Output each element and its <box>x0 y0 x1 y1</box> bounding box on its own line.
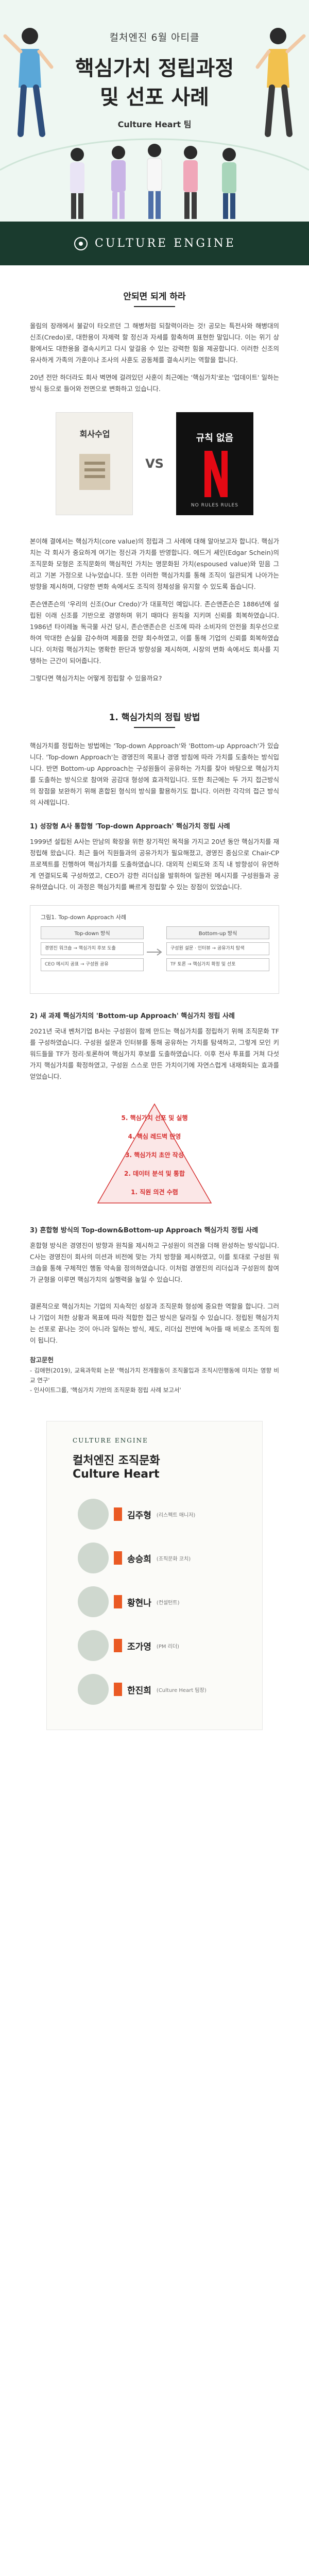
team-card: CULTURE ENGINE 컬처엔진 조직문화 Culture Heart 김… <box>46 1421 263 1730</box>
diagram-right-column: Bottom-up 방식 구성원 설문 · 인터뷰 → 공유가치 탐색 TF 토… <box>166 926 269 982</box>
logo-text: CULTURE ENGINE <box>95 237 236 250</box>
reference-1: - 김애현(2019), 교육과학회 논문 '핵심가치 전개활동이 조직몰입과 … <box>30 1367 279 1384</box>
people-group-icon <box>70 144 236 219</box>
method-title: 1. 핵심가치의 정립 방법 <box>109 713 200 723</box>
diagram-left-box1: 경영진 워크숍 → 핵심가치 후보 도출 <box>41 942 144 955</box>
intro-paragraph-3: 본이해 결에서는 핵심가치(core value)의 정립과 그 사례에 대해 … <box>30 537 279 590</box>
book-comparison: 회사수업 VS 규칙 없음 NO RULES RULES <box>0 412 309 515</box>
member-row: 조가영 (PM 리더) <box>114 1637 232 1654</box>
avatar <box>78 1674 109 1705</box>
book-left-illustration <box>79 454 111 490</box>
pyramid-step-5: 5. 핵심가치 선포 및 실행 <box>121 1114 188 1122</box>
logo-band: CULTURE ENGINE <box>0 222 309 265</box>
member-bar <box>114 1595 122 1608</box>
diagram-arrow-icon <box>147 948 162 956</box>
member-name: 송승희 <box>127 1554 151 1565</box>
culture-engine-logo-icon <box>74 236 88 250</box>
vs-label: VS <box>145 456 164 471</box>
intro-paragraph-2: 20년 전만 하더라도 회사 벽면에 걸려있던 사훈이 최근에는 '핵심가치'로… <box>30 374 279 393</box>
card-logo: CULTURE ENGINE <box>73 1437 148 1444</box>
conclusion-paragraph: 결론적으로 핵심가치는 기업의 지속적인 성장과 조직문화 형성에 중요한 역할… <box>30 1302 279 1344</box>
member-row: 송승희 (조직문화 코치) <box>114 1550 232 1566</box>
diagram-right-box1: 구성원 설문 · 인터뷰 → 공유가치 탐색 <box>166 942 269 955</box>
method-paragraph-1: 핵심가치를 정립하는 방법에는 'Top-down Approach'와 'Bo… <box>30 742 279 806</box>
card-title-line1: 컬처엔진 조직문화 <box>73 1454 160 1467</box>
member-row: 황현나 (컨설턴트) <box>114 1594 232 1610</box>
reference-2: - 인사이트그룹, '핵심가치 기반의 조직문화 정립 사례 보고서' <box>30 1386 181 1394</box>
member-role: (컨설턴트) <box>156 1600 180 1606</box>
diagram-left-column: Top-down 방식 경영진 워크숍 → 핵심가치 후보 도출 CEO 메시지… <box>41 926 144 982</box>
team-label: Culture Heart 팀 <box>117 120 192 129</box>
pyramid-step-3: 3. 핵심가치 초안 작성 <box>125 1151 184 1159</box>
book-left-title: 회사수업 <box>79 429 110 439</box>
diagram-left-head: Top-down 방식 <box>41 926 144 939</box>
intro-paragraph-5: 그렇다면 핵심가치는 어떻게 정립할 수 있을까요? <box>30 674 162 682</box>
member-name: 한진희 <box>127 1685 151 1696</box>
member-name: 김주형 <box>127 1510 151 1521</box>
member-bar <box>114 1507 122 1521</box>
member-role: (Culture Heart 팀장) <box>156 1687 207 1693</box>
member-name: 조가영 <box>127 1641 151 1652</box>
approach-diagram: 그림1. Top-down Approach 사례 Top-down 방식 경영… <box>30 905 279 994</box>
case2-heading: 2) 새 과제 핵심가치의 'Bottom-up Approach' 핵심가치 … <box>30 1012 235 1020</box>
pyramid-step-1: 1. 직원 의견 수렴 <box>131 1189 178 1196</box>
book-right-label: NO RULES RULES <box>191 503 238 508</box>
member-role: (리스펙트 매니저) <box>156 1512 196 1518</box>
hero-banner: 컬처엔진 6월 아티클 핵심가치 정립과정 및 선포 사례 Culture He… <box>0 0 309 222</box>
case1-paragraph: 1999년 설립된 A사는 만남의 확장을 위한 장기적인 목적을 가지고 20… <box>30 838 279 891</box>
member-bar <box>114 1639 122 1652</box>
person-left-icon <box>3 28 54 137</box>
member-row: 한진희 (Culture Heart 팀장) <box>114 1681 232 1698</box>
netflix-n-icon <box>204 451 228 497</box>
case2-paragraph: 2021년 국내 벤처기업 B사는 구성원이 함께 만드는 핵심가치를 정립하기… <box>30 1027 279 1080</box>
avatar <box>78 1630 109 1661</box>
page-title-line2: 및 선포 사례 <box>100 86 209 109</box>
intro-section: 안되면 되게 하라 올림의 장래에서 불같이 타오르던 그 해병처럼 되찰력이라… <box>0 265 309 684</box>
diagram-left-box2: CEO 메시지 공표 → 구성원 공유 <box>41 958 144 971</box>
method-section: 1. 핵심가치의 정립 방법 핵심가치를 정립하는 방법에는 'Top-down… <box>0 684 309 1395</box>
diagram-title: 그림1. Top-down Approach 사례 <box>41 914 126 921</box>
case3-heading: 3) 혼합형 방식의 Top-down&Bottom-up Approach 핵… <box>30 1227 259 1234</box>
method-title-underline <box>134 727 175 728</box>
case1-heading: 1) 성장형 A사 통합형 'Top-down Approach' 핵심가치 정… <box>30 823 230 831</box>
member-bar <box>114 1551 122 1565</box>
book-right-title: 규칙 없음 <box>196 433 234 444</box>
member-name: 황현나 <box>127 1598 151 1608</box>
member-bar <box>114 1683 122 1696</box>
series-label: 컬처엔진 6월 아티클 <box>109 32 200 43</box>
pyramid-step-4: 4. 핵심 레드벽 반영 <box>128 1133 181 1140</box>
book-left: 회사수업 <box>56 412 133 515</box>
page: 컬처엔진 6월 아티클 핵심가치 정립과정 및 선포 사례 Culture He… <box>0 0 309 1761</box>
team-card-section: CULTURE ENGINE 컬처엔진 조직문화 Culture Heart 김… <box>0 1395 309 1761</box>
pyramid-step-2: 2. 데이터 분석 및 통합 <box>124 1170 185 1177</box>
intro-paragraph-4: 존슨앤존슨의 '우리의 신조(Our Credo)'가 대표적인 예입니다. 존… <box>30 600 279 665</box>
member-role: (조직문화 코치) <box>156 1556 191 1562</box>
hero-illustration <box>0 28 309 219</box>
avatar <box>78 1543 109 1573</box>
intro-title: 안되면 되게 하라 <box>123 292 186 302</box>
pyramid-shape <box>97 1103 212 1204</box>
intro-title-underline <box>134 306 175 307</box>
diagram-right-box2: TF 토론 → 핵심가치 확정 및 선포 <box>166 958 269 971</box>
book-right: 규칙 없음 NO RULES RULES <box>176 412 253 515</box>
avatar <box>78 1499 109 1530</box>
page-title-line1: 핵심가치 정립과정 <box>75 57 234 80</box>
references-heading: 참고문헌 <box>30 1356 54 1364</box>
diagram-right-head: Bottom-up 방식 <box>166 926 269 939</box>
card-title-line2: Culture Heart <box>73 1468 160 1481</box>
intro-paragraph-1: 올림의 장래에서 불같이 타오르던 그 해병처럼 되찰력이라는 것! 공모는 특… <box>30 322 279 364</box>
member-role: (PM 리더) <box>156 1643 179 1650</box>
person-right-icon <box>255 28 306 137</box>
process-pyramid: 5. 핵심가치 선포 및 실행 4. 핵심 레드벽 반영 3. 핵심가치 초안 … <box>0 1100 309 1208</box>
member-row: 김주형 (리스펙트 매니저) <box>114 1506 232 1522</box>
case3-paragraph: 혼합형 방식은 경영진이 방향과 원칙을 제시하고 구성원이 의견을 더해 완성… <box>30 1242 279 1283</box>
avatar <box>78 1586 109 1617</box>
